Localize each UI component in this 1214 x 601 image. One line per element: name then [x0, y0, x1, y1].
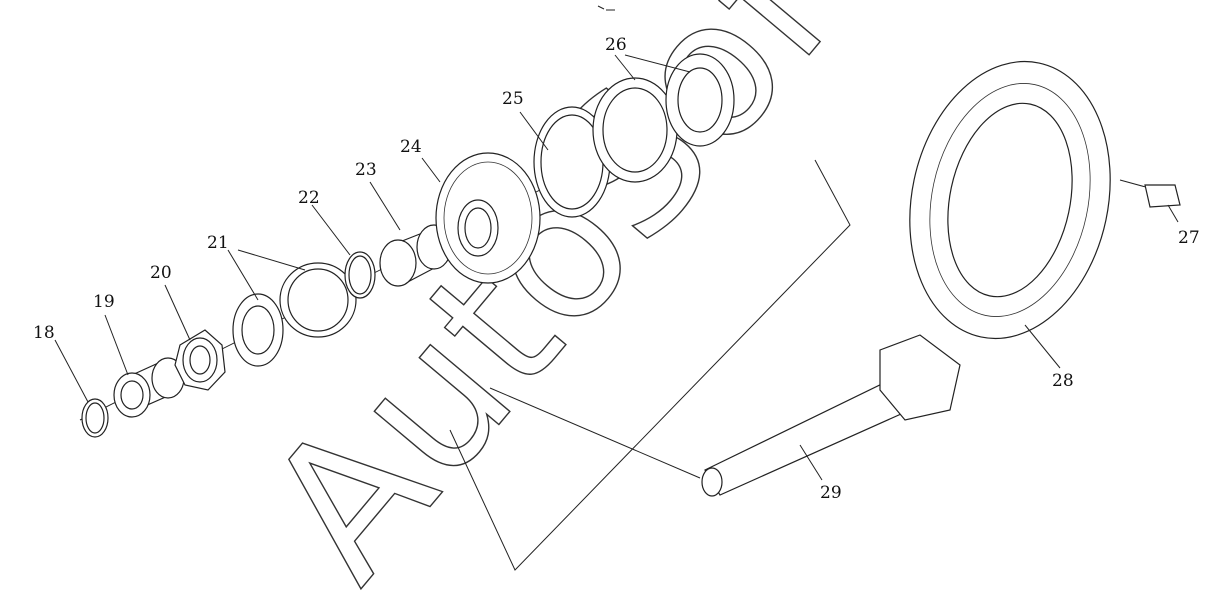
callout-22: 22 [298, 188, 320, 208]
part-19-needle-bearing [113, 357, 185, 418]
part-20-lock-nut [174, 329, 226, 391]
part-28-ring-gear [909, 60, 1111, 340]
part-25-shim [533, 106, 611, 218]
part-27-bolt [1119, 179, 1181, 208]
part-26-bearing [592, 53, 735, 183]
part-29-pinion-shaft [701, 334, 961, 497]
leader-lines [54, 54, 1179, 481]
callout-27: 27 [1178, 228, 1200, 248]
callout-25: 25 [502, 89, 524, 109]
callout-23: 23 [355, 160, 377, 180]
top-mark [597, 5, 615, 11]
callout-24: 24 [400, 137, 422, 157]
part-22-ring [344, 251, 376, 299]
callout-26: 26 [605, 35, 627, 55]
callout-18: 18 [33, 323, 55, 343]
callout-28: 28 [1052, 371, 1074, 391]
part-21-bearing [232, 262, 357, 367]
callout-21: 21 [207, 233, 229, 253]
part-24-gear [435, 152, 541, 284]
callout-29: 29 [820, 483, 842, 503]
callout-20: 20 [150, 263, 172, 283]
part-18-snap-ring [81, 398, 109, 438]
callout-19: 19 [93, 292, 115, 312]
part-23-bushing [379, 224, 452, 287]
callout-labels: 18 19 20 21 22 23 24 25 26 27 28 29 [33, 35, 1200, 503]
